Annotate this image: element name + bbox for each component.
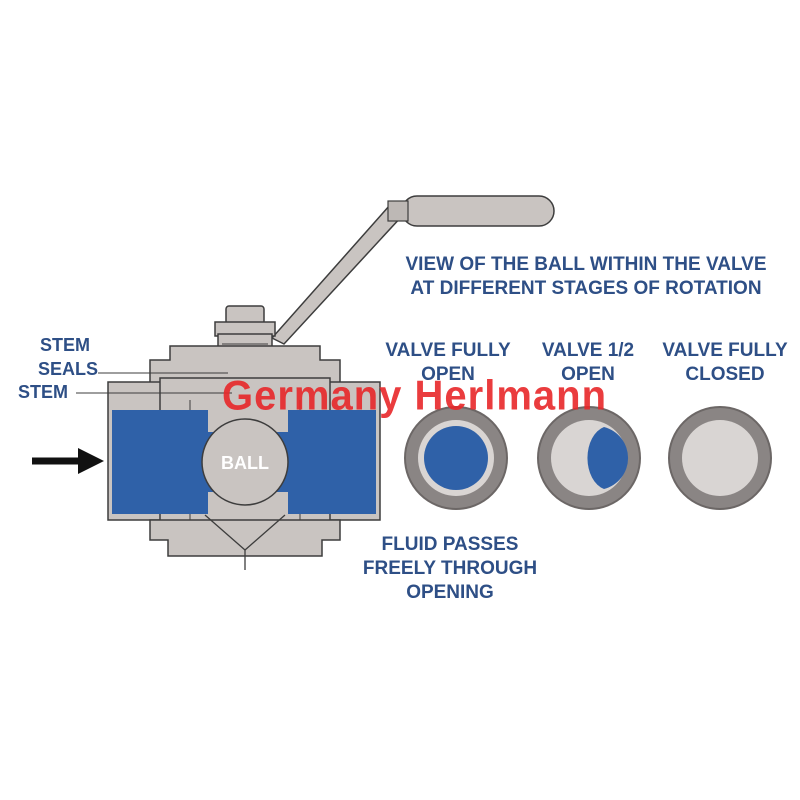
valve-ball — [201, 418, 289, 506]
fluid-caption: FLUID PASSES FREELY THROUGH OPENING — [350, 533, 550, 605]
watermark-text: Germany Herlmann — [222, 372, 608, 420]
stage-half-open-circle — [537, 406, 641, 510]
stage-closed-circle — [668, 406, 772, 510]
caption-line-3: OPENING — [406, 582, 494, 603]
stage-label-open: VALVE FULLY OPEN — [372, 339, 524, 387]
stem-bottom-label: STEM — [18, 382, 69, 402]
stem-top-label: STEM — [40, 335, 91, 355]
title-line-2: AT DIFFERENT STAGES OF ROTATION — [410, 278, 762, 299]
ball-label: BALL — [221, 453, 269, 473]
stage-half-line-2: OPEN — [561, 364, 615, 385]
stage-closed-line-2: CLOSED — [685, 364, 765, 385]
stage-closed-line-1: VALVE FULLY — [662, 340, 788, 361]
stage-open-line-2: OPEN — [421, 364, 475, 385]
caption-line-1: FLUID PASSES — [381, 534, 519, 555]
flow-direction-arrow — [32, 448, 104, 474]
stage-half-line-1: VALVE 1/2 — [541, 340, 635, 361]
seals-label: SEALS — [38, 359, 99, 379]
caption-line-2: FREELY THROUGH — [362, 558, 538, 579]
diagram-title: VIEW OF THE BALL WITHIN THE VALVE AT DIF… — [388, 253, 784, 301]
stage-label-closed: VALVE FULLY CLOSED — [650, 339, 800, 387]
label-leader-lines — [76, 372, 232, 394]
title-line-1: VIEW OF THE BALL WITHIN THE VALVE — [405, 254, 767, 275]
stage-open-line-1: VALVE FULLY — [385, 340, 511, 361]
stage-open-circle — [404, 406, 508, 510]
stage-label-half: VALVE 1/2 OPEN — [518, 339, 658, 387]
valve-handle — [270, 195, 555, 345]
